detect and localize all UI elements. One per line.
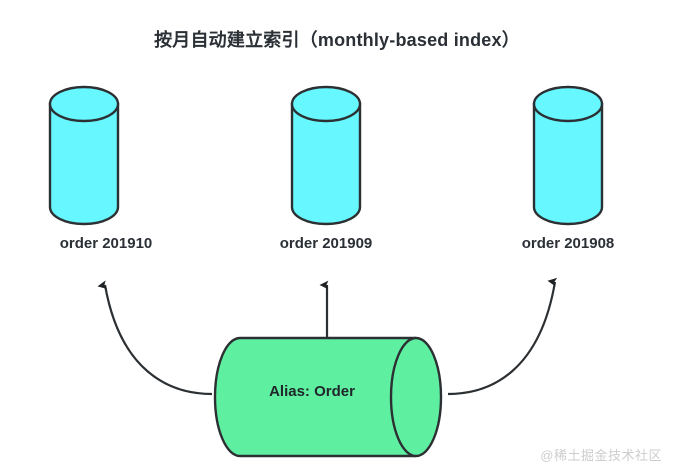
connector-alias-to-order-201910 xyxy=(105,285,213,396)
index-cylinder-order-201910 xyxy=(48,85,120,226)
index-label-order-201908: order 201908 xyxy=(521,235,615,252)
cylinder-top-ellipse xyxy=(48,85,120,123)
index-cylinder-order-201909 xyxy=(290,85,362,226)
alias-cylinder-label: Alias: Order xyxy=(269,383,355,400)
alias-cylinder-end-cap xyxy=(389,336,417,458)
watermark: @稀土掘金技术社区 xyxy=(540,448,662,463)
index-cylinder-order-201908 xyxy=(532,85,604,226)
cylinder-body xyxy=(532,102,604,226)
page-title: 按月自动建立索引（monthly-based index） xyxy=(154,30,520,50)
cylinder-top-ellipse xyxy=(290,85,362,123)
cylinder-top-ellipse xyxy=(532,85,604,123)
connector-alias-to-order-201908 xyxy=(447,282,555,396)
cylinder-body xyxy=(48,102,120,226)
index-label-order-201910: order 201910 xyxy=(59,235,153,252)
index-label-order-201909: order 201909 xyxy=(279,235,373,252)
cylinder-body xyxy=(290,102,362,226)
alias-cylinder xyxy=(213,336,443,458)
